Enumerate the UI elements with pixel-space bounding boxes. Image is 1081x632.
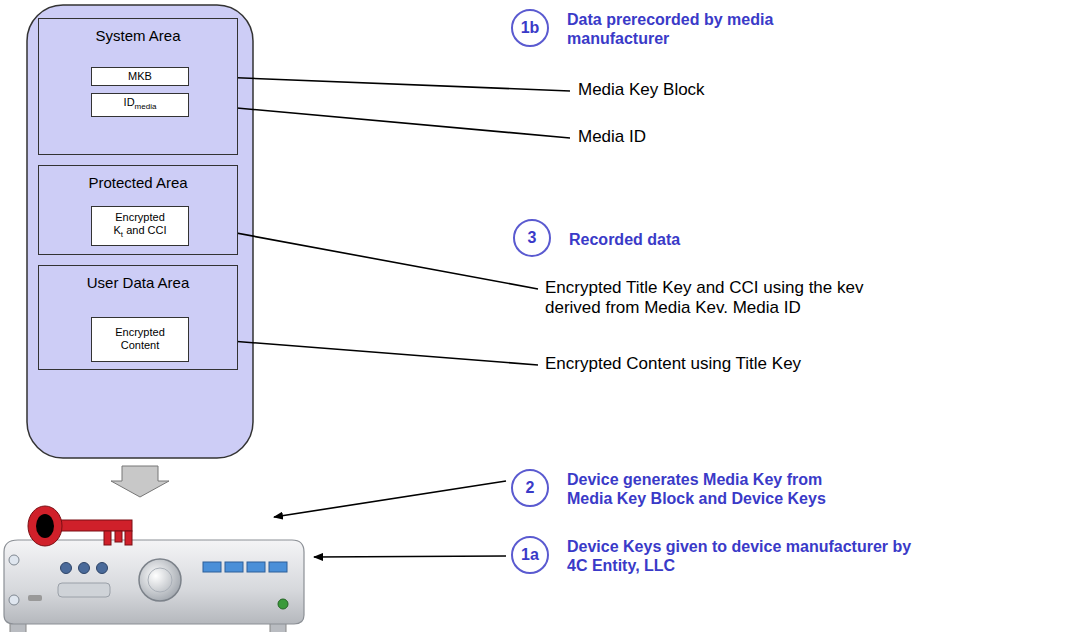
data-box: EncryptedKtand CCI [91, 206, 189, 246]
box-label: Encrypted Content [115, 326, 165, 351]
down-arrow [111, 466, 169, 497]
box-label: ID [124, 96, 135, 108]
note-label: Media ID [578, 127, 878, 147]
box-label: and CCI [126, 224, 166, 236]
subscript: t [121, 230, 123, 239]
area-title: System Area [39, 27, 237, 44]
box-label: K [113, 224, 120, 236]
area-box: User Data AreaEncrypted Content [38, 265, 238, 370]
box-label: Encrypted [113, 211, 166, 224]
note-label: Media Key Block [578, 80, 878, 100]
callout-number: 2 [526, 479, 535, 497]
data-box: MKB [91, 67, 189, 86]
step-heading: Device generates Media Key from Media Ke… [567, 470, 857, 508]
step-circle: 1bData prerecorded by media manufacturer [511, 9, 549, 47]
box-text: Encrypted Content [105, 326, 175, 352]
area-title: User Data Area [39, 274, 237, 291]
subscript: media [135, 103, 157, 112]
area-box: System AreaMKB IDmedia [38, 18, 238, 155]
step-circle: 2Device generates Media Key from Media K… [511, 469, 549, 507]
box-text: IDmedia [124, 96, 157, 113]
device-key [28, 506, 132, 546]
note-label: Encrypted Content using Title Key [545, 354, 905, 374]
box-line: Ktand CCI [113, 224, 166, 241]
box-text: EncryptedKtand CCI [113, 211, 166, 241]
step-circle: 1aDevice Keys given to device manufactur… [511, 536, 549, 574]
step-heading: Recorded data [569, 230, 809, 249]
media-outline [27, 5, 253, 458]
area-title: Protected Area [39, 174, 237, 191]
callout-number: 1a [521, 546, 539, 564]
area-box: Protected AreaEncryptedKtand CCI [38, 165, 238, 255]
callout-number: 1b [521, 19, 540, 37]
box-text: MKB [128, 70, 152, 83]
step-heading: Data prerecorded by media manufacturer [567, 10, 807, 48]
data-box: Encrypted Content [91, 317, 189, 362]
step-heading: Device Keys given to device manufacturer… [567, 537, 927, 575]
player-device [4, 540, 304, 632]
data-box: IDmedia [91, 93, 189, 117]
note-label: Encrypted Title Key and CCI using the ke… [545, 278, 890, 318]
leader-lines [193, 76, 570, 557]
callout-number: 3 [528, 229, 537, 247]
box-label: MKB [128, 70, 152, 82]
step-circle: 3Recorded data [513, 219, 551, 257]
